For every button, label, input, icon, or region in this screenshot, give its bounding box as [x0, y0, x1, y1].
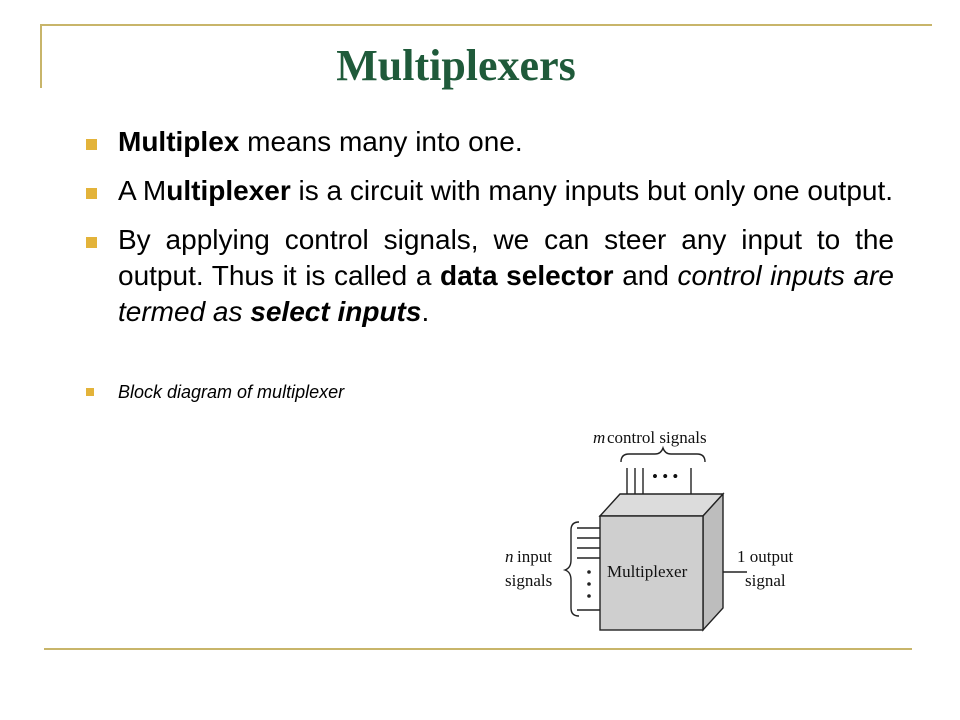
output-label-line2: signal — [745, 571, 786, 590]
block-side-face — [702, 492, 724, 632]
bottom-rule — [44, 648, 912, 650]
bullet-list: Multiplex means many into one. A Multipl… — [84, 124, 894, 417]
bullet-control-signals: By applying control signals, we can stee… — [84, 222, 894, 330]
bold-term: data selector — [440, 260, 614, 291]
bullet-text: Block diagram of multiplexer — [118, 382, 345, 402]
bullet-marker — [86, 388, 94, 396]
block-label: Multiplexer — [607, 562, 688, 581]
multiplexer-block-diagram: m control signals • • • Multiplexer n in… — [505, 428, 793, 632]
bullet-multiplex: Multiplex means many into one. — [84, 124, 894, 160]
control-label-m: m — [593, 428, 605, 447]
control-label: control signals — [607, 428, 707, 447]
input-brace — [562, 521, 580, 617]
bullet-marker — [86, 188, 97, 199]
left-rule — [40, 24, 42, 88]
bullet-marker — [86, 139, 97, 150]
block-front-face — [599, 515, 704, 631]
control-dots: • • • — [652, 467, 678, 486]
input-label-line2: signals — [505, 571, 552, 590]
input-dot — [587, 594, 591, 598]
bullet-multiplexer-def: A Multiplexer is a circuit with many inp… — [84, 173, 894, 209]
bullet-text: . — [421, 296, 430, 327]
output-label-line1: 1 output — [737, 547, 793, 566]
control-brace — [620, 445, 706, 463]
bullet-text: is a circuit with many inputs but only o… — [290, 175, 894, 206]
input-label-line1: input — [517, 547, 552, 566]
bold-term: ultiplexer — [166, 175, 291, 206]
slide-title: Multiplexers — [336, 41, 576, 90]
bullet-text: means many into one. — [239, 126, 523, 157]
input-dot — [587, 570, 591, 574]
bullet-marker — [86, 237, 97, 248]
block-top-face — [598, 493, 725, 517]
bullet-text: A M — [118, 175, 167, 206]
bullet-block-diagram: Block diagram of multiplexer — [84, 380, 894, 404]
top-rule — [40, 24, 932, 26]
bullet-text: By applying control signals, we can stee… — [118, 224, 894, 291]
italic-text: control inputs are termed as — [118, 260, 894, 327]
bold-term: Multiplex — [118, 126, 240, 157]
bold-italic-term: select inputs — [250, 296, 422, 327]
input-label-n: n — [505, 547, 514, 566]
bullet-text: and — [613, 260, 678, 291]
input-dot — [587, 582, 591, 586]
